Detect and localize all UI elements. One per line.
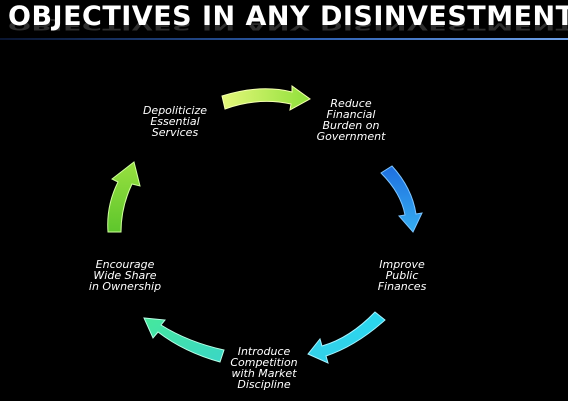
- slide-title: OBJECTIVES IN ANY DISINVESTMENT: [8, 1, 568, 32]
- curved-arrow-icon: [107, 161, 141, 233]
- curved-arrow-icon: [380, 165, 423, 233]
- node-introduce-competition: Introduce Competition with Market Discip…: [230, 345, 298, 391]
- title-rule: [0, 38, 568, 40]
- curved-arrow-icon: [221, 85, 311, 111]
- node-reduce-financial-burden: Reduce Financial Burden on Government: [316, 97, 386, 143]
- node-depoliticize-services: Depoliticize Essential Services: [142, 104, 208, 139]
- node-encourage-wide-share: Encourage Wide Share in Ownership: [88, 258, 162, 293]
- curved-arrow-icon: [307, 311, 386, 364]
- node-improve-public-finances: Improve Public Finances: [377, 258, 427, 293]
- curved-arrow-icon: [143, 317, 225, 363]
